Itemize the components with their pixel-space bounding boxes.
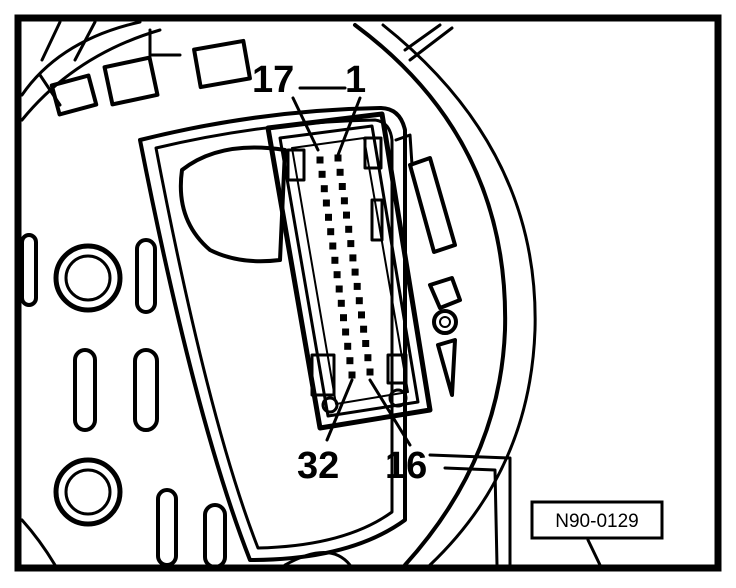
leader-line-1 — [336, 96, 362, 157]
connector-pin — [337, 299, 345, 307]
connector-pin — [342, 328, 350, 336]
connector-pin — [340, 197, 348, 205]
connector-pin — [355, 297, 363, 305]
connector-pin — [364, 354, 372, 362]
connector-pin — [353, 282, 361, 290]
connector-pin — [334, 154, 342, 162]
housing-drawing — [20, 20, 602, 569]
connector-pin — [318, 170, 326, 178]
connector-pin — [360, 325, 368, 333]
connector-pin — [366, 368, 374, 376]
connector-pin — [346, 357, 354, 365]
connector-pin — [329, 242, 337, 250]
connector-pin — [325, 213, 332, 221]
connector-pin — [351, 268, 359, 276]
connector-pin — [358, 311, 365, 319]
connector-pin — [333, 271, 341, 279]
reference-code-box — [530, 500, 664, 540]
connector-pin — [336, 168, 344, 176]
connector-pin — [348, 371, 356, 379]
connector-pin — [322, 199, 330, 207]
connector-pin — [316, 156, 324, 164]
connector-pin — [344, 342, 352, 350]
leader-line-16 — [368, 378, 412, 447]
pin-label-17: 17 — [252, 59, 294, 101]
connector-pin — [327, 228, 335, 236]
leader-line-17 — [291, 96, 320, 152]
pin-label-1: 1 — [345, 59, 366, 101]
leader-lines — [291, 86, 412, 447]
pin-label-32: 32 — [297, 445, 339, 487]
connector-pin — [349, 254, 357, 262]
connector-pin — [362, 340, 370, 347]
connector-pin — [331, 256, 339, 264]
connector-pin-grid — [316, 154, 374, 379]
pin-label-16: 16 — [385, 445, 427, 487]
connector-pin — [338, 183, 346, 190]
reference-code: N90-0129 — [555, 511, 638, 532]
leader-line-32 — [325, 378, 354, 442]
connector-pin — [320, 185, 328, 193]
connector-pin — [345, 225, 353, 233]
connector-pin — [343, 211, 350, 219]
connector-pin — [335, 285, 343, 293]
connector-pin — [340, 314, 347, 322]
connector-pin — [347, 240, 355, 248]
